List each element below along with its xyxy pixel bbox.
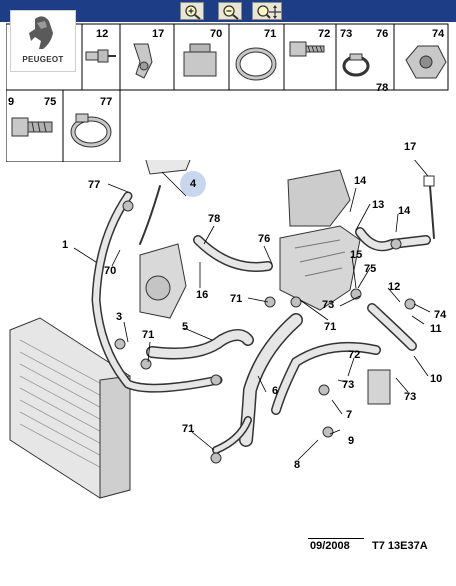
- callout-71-bottom[interactable]: 71: [182, 423, 195, 435]
- expansion-tank: [145, 160, 191, 175]
- callout-16[interactable]: 16: [196, 289, 209, 301]
- callout-17[interactable]: 17: [404, 141, 417, 153]
- leader-lines: [73, 160, 431, 461]
- diagram-code: T7 13E37A: [372, 540, 428, 552]
- hose-clamps: [114, 200, 416, 464]
- footer-divider: [308, 538, 364, 539]
- brand-name: PEUGEOT: [22, 55, 64, 64]
- part-12-clip: [85, 49, 116, 63]
- callout-74[interactable]: 74: [434, 309, 447, 321]
- legend-ref-70: 70: [210, 28, 223, 40]
- legend-ref-74: 74: [432, 28, 445, 40]
- callout-5[interactable]: 5: [182, 321, 189, 333]
- diagram-date: 09/2008: [310, 540, 350, 552]
- callout-70[interactable]: 70: [104, 265, 117, 277]
- callout-71-left[interactable]: 71: [142, 329, 155, 341]
- callout-11[interactable]: 11: [430, 323, 442, 335]
- legend-ref-72: 72: [318, 28, 331, 40]
- callout-14-right[interactable]: 14: [398, 205, 411, 217]
- engine-block: [279, 169, 361, 311]
- legend-ref-9: 9: [8, 96, 15, 108]
- callout-76[interactable]: 76: [258, 233, 271, 245]
- legend-ref-76: 76: [376, 28, 389, 40]
- callout-73-center[interactable]: 73: [322, 299, 335, 311]
- callout-78[interactable]: 78: [208, 213, 221, 225]
- callout-9[interactable]: 9: [348, 435, 355, 447]
- callout-15[interactable]: 15: [350, 249, 363, 261]
- callout-72[interactable]: 72: [348, 349, 361, 361]
- callout-7[interactable]: 7: [346, 409, 353, 421]
- callout-1[interactable]: 1: [62, 239, 69, 251]
- callout-71-mid[interactable]: 71: [230, 293, 243, 305]
- zoom-in-button[interactable]: [180, 2, 204, 20]
- part-71-clamp: [235, 47, 277, 81]
- highlighted-part-badge[interactable]: 4: [180, 171, 206, 197]
- callout-8[interactable]: 8: [294, 459, 301, 471]
- zoom-out-icon: [223, 5, 239, 20]
- zoom-fit-button[interactable]: [252, 2, 282, 20]
- zoom-fit-icon: [257, 5, 281, 19]
- callout-3[interactable]: 3: [116, 311, 123, 323]
- legend-ref-71: 71: [264, 28, 277, 40]
- zoom-out-button[interactable]: [218, 2, 242, 20]
- part-77-clamp: [70, 113, 112, 148]
- radiator: [9, 317, 131, 499]
- callout-75[interactable]: 75: [364, 263, 377, 275]
- sensor-17: [423, 175, 435, 187]
- toolbar: [0, 0, 456, 22]
- part-73-76-78-clamps: [342, 53, 370, 77]
- legend-ref-12: 12: [96, 28, 109, 40]
- part-74-nut: [405, 45, 447, 79]
- lion-logo-icon: [29, 16, 53, 49]
- callout-6[interactable]: 6: [272, 385, 279, 397]
- part-72-bolt: [289, 41, 325, 57]
- legend-ref-77: 77: [100, 96, 113, 108]
- hoses: [91, 185, 435, 454]
- callout-71-right[interactable]: 71: [324, 321, 337, 333]
- callout-10[interactable]: 10: [430, 373, 443, 385]
- part-70-bracket: [183, 43, 217, 77]
- legend-ref-73: 73: [340, 28, 353, 40]
- part-17-sensor: [133, 43, 153, 79]
- thermostat-housing: [139, 243, 187, 319]
- cooling-system-diagram: [9, 160, 435, 499]
- callout-73-lower[interactable]: 73: [342, 379, 355, 391]
- brand-logo: PEUGEOT: [10, 10, 76, 72]
- part-75-bolt: [11, 117, 53, 137]
- callout-12[interactable]: 12: [388, 281, 401, 293]
- legend-ref-75: 75: [44, 96, 57, 108]
- callout-14-top[interactable]: 14: [354, 175, 367, 187]
- legend-ref-17: 17: [152, 28, 165, 40]
- zoom-in-icon: [185, 5, 201, 20]
- heater-core: [367, 369, 391, 405]
- callout-77[interactable]: 77: [88, 179, 101, 191]
- parts-legend-grid: [6, 23, 449, 162]
- callout-73-right[interactable]: 73: [404, 391, 417, 403]
- legend-ref-78: 78: [376, 82, 389, 94]
- callout-13[interactable]: 13: [372, 199, 385, 211]
